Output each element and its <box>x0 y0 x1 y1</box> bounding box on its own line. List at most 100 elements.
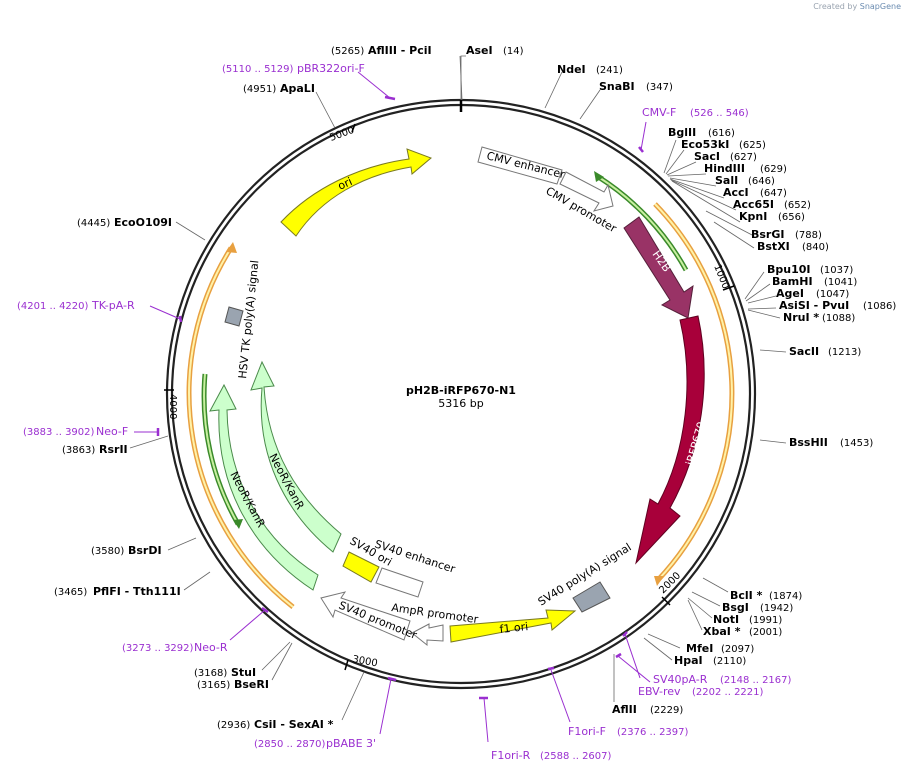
orange-arrow-head-1 <box>654 576 664 586</box>
green-arcs <box>201 173 689 526</box>
svg-text:KpnI: KpnI <box>739 210 767 223</box>
svg-text:AflII: AflII <box>612 703 637 716</box>
site-apaLI[interactable]: (4951)ApaLI <box>243 82 315 95</box>
svg-text:AgeI: AgeI <box>776 287 804 300</box>
site-hpaI[interactable]: HpaI(2110) <box>674 654 746 667</box>
svg-text:SalI: SalI <box>715 174 738 187</box>
primer-sv40pa-r[interactable]: SV40pA-R(2148 .. 2167) <box>653 673 792 686</box>
feature-sv40-polya[interactable]: SV40 poly(A) signal <box>536 541 634 613</box>
site-rsrII[interactable]: (3863)RsrII <box>62 443 128 456</box>
svg-text:(1047): (1047) <box>816 289 849 300</box>
primer-ebv-rev[interactable]: EBV-rev(2202 .. 2221) <box>638 685 764 698</box>
site-ndeI[interactable]: NdeI(241) <box>557 63 623 76</box>
site-bsgI[interactable]: BsgI(1942) <box>722 601 793 614</box>
site-sacII[interactable]: SacII(1213) <box>789 345 861 358</box>
site-nruI[interactable]: NruI *(1088) <box>783 311 855 324</box>
svg-text:(625): (625) <box>739 140 766 151</box>
green-arrow-head-2 <box>233 519 243 529</box>
svg-text:pBABE 3': pBABE 3' <box>326 737 376 750</box>
svg-text:(3883 .. 3902): (3883 .. 3902) <box>23 427 95 438</box>
site-salI[interactable]: SalI (646) <box>715 174 775 187</box>
svg-text:(5110 .. 5129): (5110 .. 5129) <box>222 64 294 75</box>
site-bseRI[interactable]: (3165) BseRI <box>197 678 269 691</box>
site-labels: (5265)AflIII - PciI AseI(14) NdeI(241) S… <box>54 44 896 731</box>
svg-text:(646): (646) <box>748 176 775 187</box>
svg-text:(2001): (2001) <box>749 627 782 638</box>
site-acc65I[interactable]: Acc65I(652) <box>733 198 811 211</box>
svg-text:(4445): (4445) <box>77 218 110 229</box>
svg-text:(1991): (1991) <box>749 615 782 626</box>
site-aflII[interactable]: AflII(2229) <box>612 703 683 716</box>
svg-text:(1453): (1453) <box>840 438 873 449</box>
feature-hsv-tk-polya[interactable]: HSV TK poly(A) signal <box>224 259 261 379</box>
site-eco53kI[interactable]: Eco53kI(625) <box>681 138 766 151</box>
site-ageI[interactable]: AgeI (1047) <box>776 287 849 300</box>
primer-cmv-f[interactable]: CMV-F(526 .. 546) <box>642 106 749 119</box>
orange-arcs <box>186 202 735 609</box>
svg-text:EcoO109I: EcoO109I <box>114 216 172 229</box>
neor-kanr-label-1: NeoR/KanR <box>266 451 306 512</box>
site-xbaI[interactable]: XbaI *(2001) <box>703 625 782 638</box>
feature-f1-ori[interactable]: f1 ori <box>449 609 577 643</box>
site-accI[interactable]: AccI(647) <box>723 186 787 199</box>
site-bglII[interactable]: BglII(616) <box>668 126 735 139</box>
site-snaBI[interactable]: SnaBI(347) <box>599 80 673 93</box>
site-bamHI[interactable]: BamHI(1041) <box>772 275 857 288</box>
primer-pbabe-3[interactable]: (2850 .. 2870)pBABE 3' <box>254 737 376 750</box>
tick-5000: 5000 <box>328 125 356 144</box>
site-pflFI-tth111I[interactable]: (3465)PflFI - Tth111I <box>54 585 181 598</box>
svg-text:BsrDI: BsrDI <box>128 544 162 557</box>
svg-text:ApaLI: ApaLI <box>280 82 315 95</box>
site-bclI[interactable]: BclI *(1874) <box>730 589 802 602</box>
feature-ori[interactable]: ori <box>280 148 432 237</box>
site-hindIII[interactable]: HindIII(629) <box>704 162 787 175</box>
svg-text:(647): (647) <box>760 188 787 199</box>
site-bstXI[interactable]: BstXI(840) <box>757 240 829 253</box>
site-ecoO109I[interactable]: (4445) EcoO109I <box>77 216 172 229</box>
primer-f1ori-r[interactable]: F1ori-R(2588 .. 2607) <box>491 749 612 762</box>
site-stuI[interactable]: (3168)StuI <box>194 666 256 679</box>
site-mfeI[interactable]: MfeI(2097) <box>686 642 754 655</box>
svg-text:MfeI: MfeI <box>686 642 713 655</box>
primer-tk-pa-r[interactable]: (4201 .. 4220)TK-pA-R <box>17 299 135 312</box>
primer-neo-f[interactable]: (3883 .. 3902)Neo-F <box>23 425 128 438</box>
svg-text:(5265): (5265) <box>331 46 364 57</box>
site-asiSI-pvuI[interactable]: AsiSI - PvuI(1086) <box>779 299 896 312</box>
site-bpu10I[interactable]: Bpu10I(1037) <box>767 263 853 276</box>
svg-text:BseRI: BseRI <box>234 678 269 691</box>
svg-text:F1ori-F: F1ori-F <box>568 725 606 738</box>
site-sacI[interactable]: SacI (627) <box>694 150 757 163</box>
svg-text:BamHI: BamHI <box>772 275 813 288</box>
site-aseI[interactable]: AseI(14) <box>466 44 524 57</box>
svg-text:(4201 .. 4220): (4201 .. 4220) <box>17 301 89 312</box>
site-bsrDI[interactable]: (3580)BsrDI <box>91 544 162 557</box>
svg-text:(1213): (1213) <box>828 347 861 358</box>
svg-text:(1037): (1037) <box>820 265 853 276</box>
svg-text:(627): (627) <box>730 152 757 163</box>
feature-cmv-enhancer[interactable]: CMV enhancer <box>477 146 566 185</box>
svg-text:(3863): (3863) <box>62 445 95 456</box>
site-csiI-sexAI[interactable]: (2936)CsiI - SexAI * <box>217 718 334 731</box>
svg-text:(1874): (1874) <box>769 591 802 602</box>
primer-pbr322ori-f[interactable]: (5110 .. 5129)pBR322ori-F <box>222 62 365 75</box>
green-arrow-head-1 <box>594 171 604 182</box>
primer-markers <box>134 71 651 743</box>
site-aflIII-pciI[interactable]: (5265)AflIII - PciI <box>331 44 432 57</box>
credit-brand: SnapGene <box>859 2 901 11</box>
primer-f1ori-f[interactable]: F1ori-F (2376 .. 2397) <box>568 725 689 738</box>
svg-text:SacI: SacI <box>694 150 720 163</box>
site-bssHII[interactable]: BssHII(1453) <box>789 436 873 449</box>
primer-neo-r[interactable]: (3273 .. 3292)Neo-R <box>122 641 228 654</box>
svg-text:SV40pA-R: SV40pA-R <box>653 673 708 686</box>
svg-text:(2110): (2110) <box>713 656 746 667</box>
site-bsrGI[interactable]: BsrGI(788) <box>751 228 822 241</box>
site-notI[interactable]: NotI(1991) <box>713 613 782 626</box>
site-kpnI[interactable]: KpnI(656) <box>739 210 805 223</box>
feature-sv40-promoter[interactable]: SV40 promoter <box>320 591 419 642</box>
svg-text:CsiI - SexAI *: CsiI - SexAI * <box>254 718 334 731</box>
svg-text:(2376 .. 2397): (2376 .. 2397) <box>617 727 689 738</box>
svg-text:(629): (629) <box>760 164 787 175</box>
svg-text:(3165): (3165) <box>197 680 230 691</box>
svg-text:(2202 .. 2221): (2202 .. 2221) <box>692 687 764 698</box>
